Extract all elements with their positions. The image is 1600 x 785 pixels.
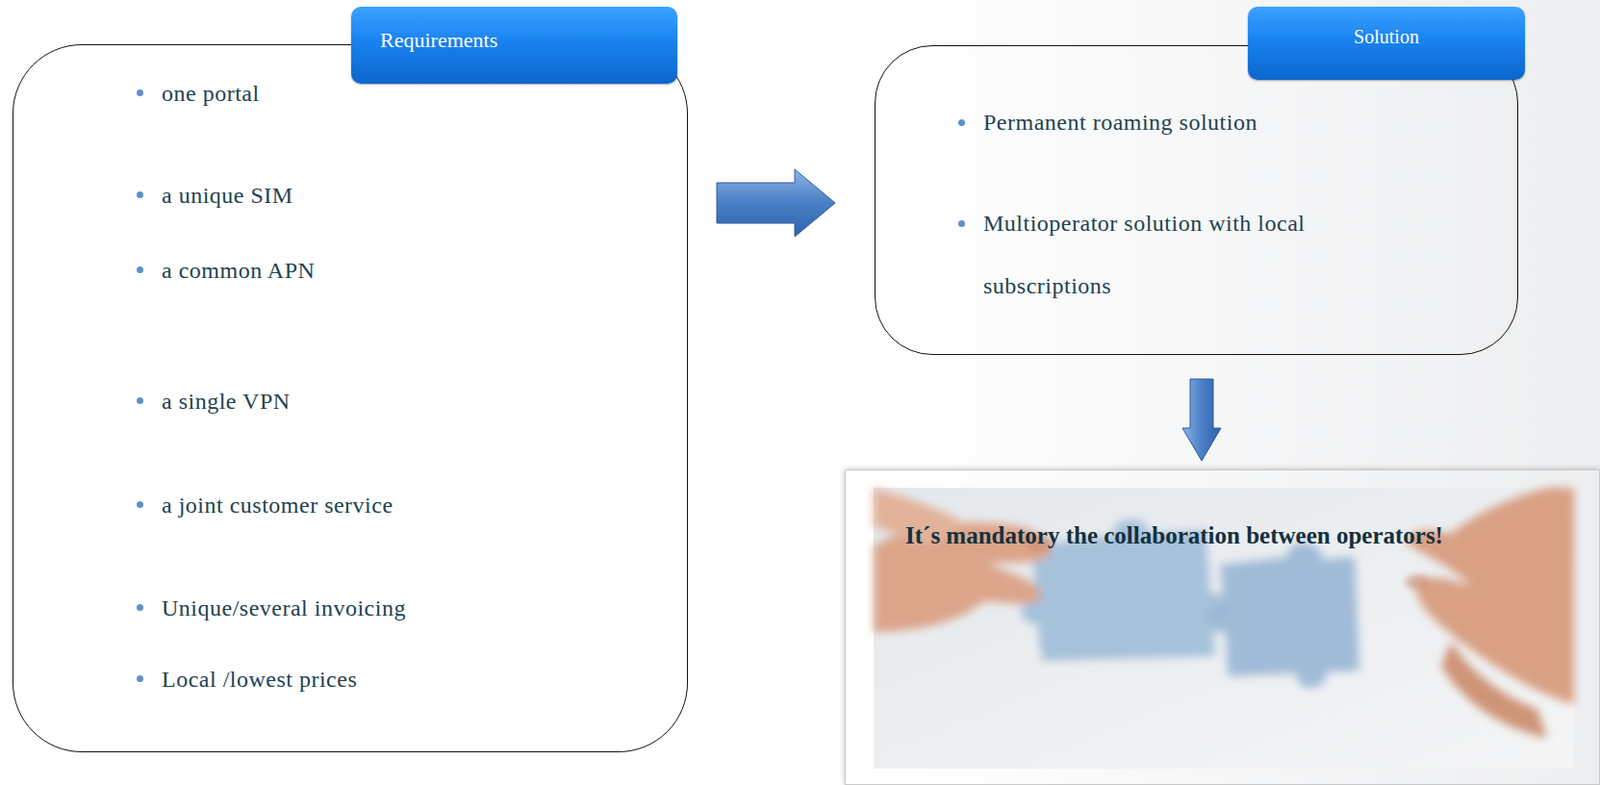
header-tab: Solution (1247, 6, 1525, 80)
message-text: It´s mandatory the collaboration between… (905, 520, 1444, 552)
list-item: Permanent roaming solution (958, 91, 1397, 154)
bullet-dot (136, 397, 144, 405)
list-item: a joint customer service (136, 490, 394, 520)
message-box: It´s mandatory the collaboration between… (844, 469, 1600, 785)
bullet-dot (136, 191, 144, 199)
bullet-text: one portal (161, 78, 260, 108)
bullet-text: Multioperator solution with local subscr… (983, 192, 1397, 318)
header-text: Solution (1353, 25, 1420, 49)
list-item: Unique/several invoicing (136, 593, 407, 623)
requirements-box: Requirementsone portala unique SIMa comm… (12, 44, 688, 753)
bullet-text: Permanent roaming solution (983, 91, 1397, 154)
header-text: Requirements (380, 27, 498, 53)
list-item: a common APN (136, 255, 315, 285)
bullet-dot (958, 119, 966, 127)
header-tab: Requirements (351, 6, 678, 84)
solution-box: SolutionPermanent roaming solutionMultio… (874, 45, 1519, 356)
list-item: Local /lowest prices (136, 664, 357, 694)
bullet-dot (136, 89, 144, 97)
bullet-text: a unique SIM (161, 180, 294, 210)
puzzle-photo (873, 487, 1575, 769)
bullet-dot (136, 675, 144, 683)
bullet-dot (136, 604, 144, 611)
list-item: one portal (136, 78, 260, 108)
bullet-text: Unique/several invoicing (161, 593, 407, 623)
list-item: Multioperator solution with local subscr… (958, 192, 1397, 318)
block-arrow (1182, 379, 1221, 461)
bullet-text: Local /lowest prices (161, 664, 357, 694)
list-item: It´s mandatory the collaboration between… (905, 520, 1444, 552)
bullet-text: a single VPN (161, 386, 291, 416)
bullet-dot (136, 501, 144, 508)
block-arrow (716, 169, 836, 237)
bullet-text: a joint customer service (161, 490, 394, 520)
bullet-dot (958, 220, 966, 228)
bullet-text: a common APN (161, 255, 315, 285)
bullet-dot (136, 266, 144, 274)
list-item: a single VPN (136, 386, 291, 416)
list-item: a unique SIM (136, 180, 294, 210)
